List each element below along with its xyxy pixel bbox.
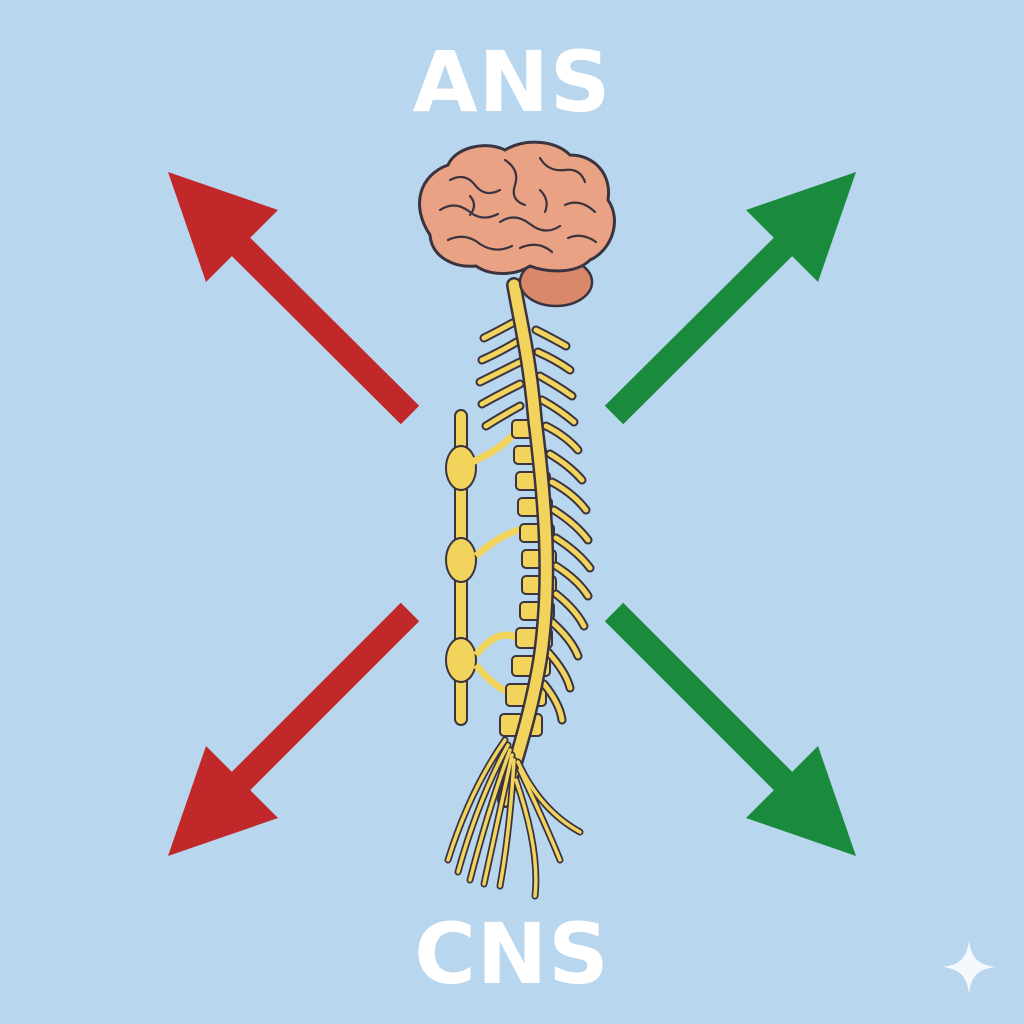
brain-icon <box>418 140 616 308</box>
sparkle-icon <box>942 940 996 994</box>
ans-label: ANS <box>412 33 612 131</box>
sympathetic-chain <box>445 409 531 726</box>
cns-label: CNS <box>414 905 610 1003</box>
arrow-down-left <box>168 602 420 856</box>
spinal-cord-icon <box>444 277 595 900</box>
arrow-down-right <box>604 602 856 856</box>
arrow-up-right <box>604 172 856 425</box>
arrow-up-left <box>168 172 420 425</box>
